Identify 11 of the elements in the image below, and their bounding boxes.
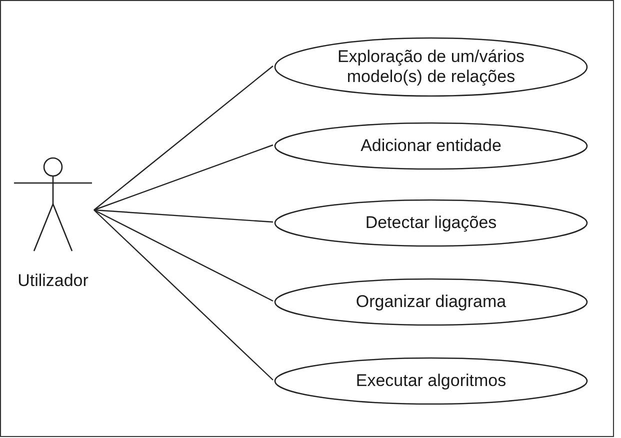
use-case-label: Organizar diagrama (356, 292, 506, 312)
use-case-label: Detectar ligações (365, 213, 497, 233)
use-case-label: Adicionar entidade (360, 136, 502, 156)
actor-name: Utilizador (16, 270, 90, 292)
association-line (94, 144, 274, 211)
association-line (94, 210, 274, 380)
use-case-label: Exploração de um/vários modelo(s) de relações (336, 47, 526, 87)
association-line (94, 209, 274, 302)
association-line (94, 209, 274, 223)
use-case-label: Executar algoritmos (356, 371, 506, 391)
association-line (94, 66, 274, 210)
